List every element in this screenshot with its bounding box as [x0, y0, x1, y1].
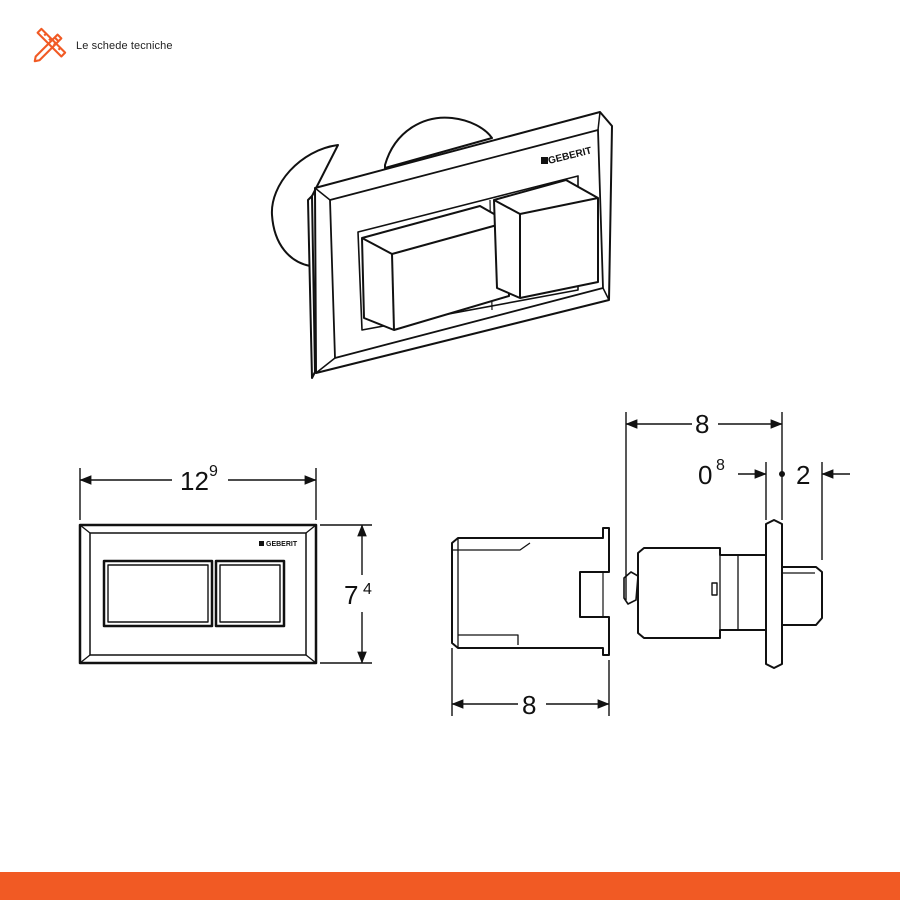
dim-front-width-value: 12	[180, 466, 209, 496]
dim-side-plate-value: 2	[796, 460, 810, 490]
dim-side-depth-top	[625, 412, 783, 600]
front-view	[78, 523, 318, 665]
dim-side-depth-top-value: 8	[695, 409, 709, 439]
dim-reference-dot	[779, 471, 785, 477]
dim-front-height-sup: 4	[363, 581, 372, 598]
brand-label: Le schede tecniche	[76, 40, 173, 52]
side-view	[451, 519, 823, 669]
dim-front-height-value: 7	[344, 580, 358, 610]
dim-front-width	[79, 468, 317, 520]
side-push-button	[781, 566, 823, 626]
side-module-right	[637, 547, 773, 639]
dim-side-depth-bottom	[451, 648, 610, 716]
isometric-view	[270, 111, 613, 379]
dim-front-height	[320, 524, 372, 664]
iso-button-left	[361, 205, 510, 331]
rear-cylinder-right	[384, 116, 493, 169]
dim-side-gap-plate	[738, 462, 850, 560]
rear-cylinder-left	[270, 144, 339, 267]
dim-front-width-sup: 9	[209, 463, 218, 480]
footer-accent-bar	[0, 872, 900, 900]
dim-side-gap-value: 0	[698, 460, 712, 490]
front-geberit-logo: GEBERIT	[266, 541, 298, 548]
side-cover-plate	[765, 519, 783, 669]
brand-header: Le schede tecniche	[30, 27, 173, 64]
dim-side-gap-sup: 8	[716, 457, 725, 474]
iso-button-right	[493, 179, 599, 299]
side-clip	[623, 571, 639, 605]
side-module-left	[451, 527, 610, 656]
dim-side-depth-bottom-value: 8	[522, 690, 536, 720]
pencil-ruler-cross-icon	[33, 27, 67, 63]
